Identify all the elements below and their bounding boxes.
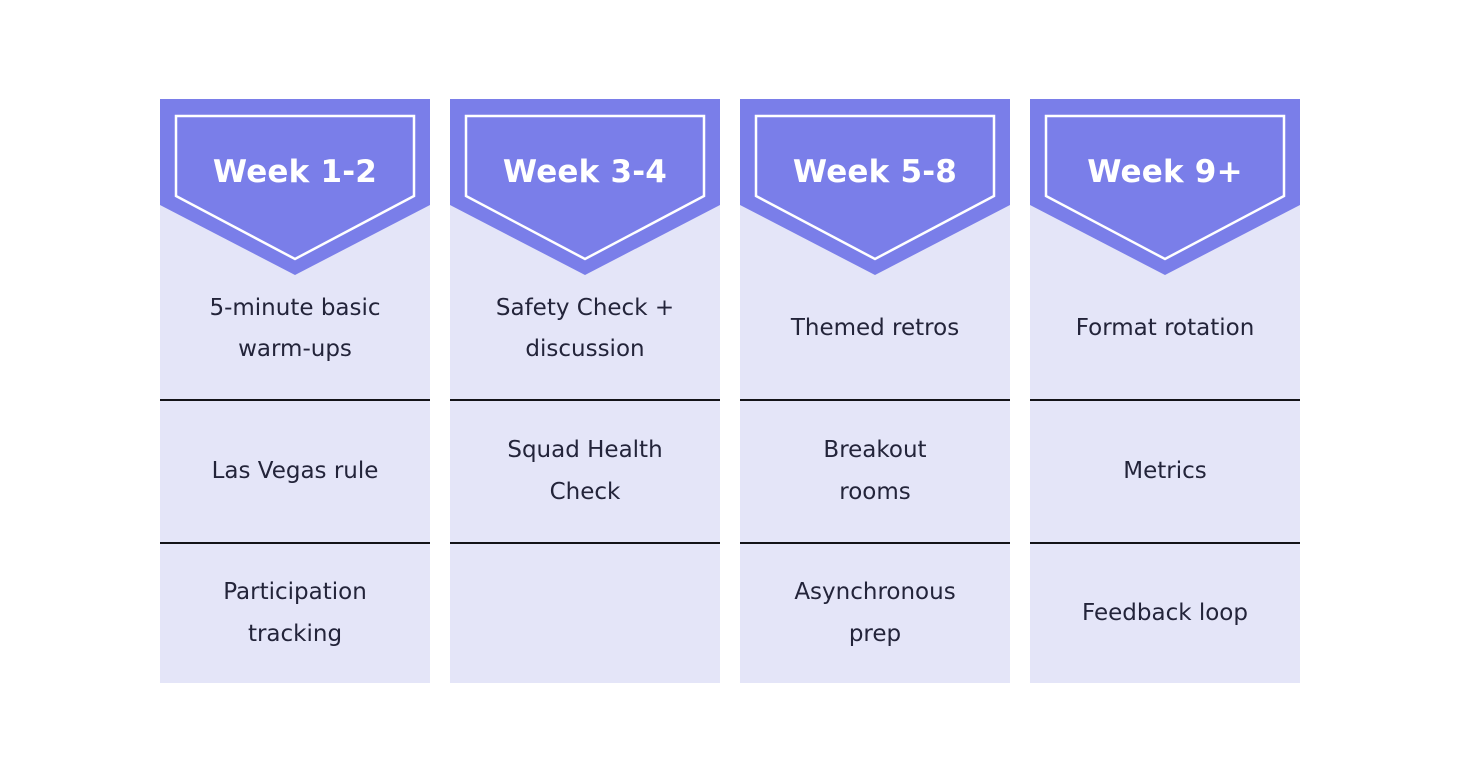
timeline-item: Asynchronous prep <box>740 542 1010 683</box>
timeline-item <box>450 542 720 683</box>
timeline-column-week-3-4: Week 3-4 Safety Check + discussion Squad… <box>450 99 720 683</box>
timeline-item: 5-minute basic warm-ups <box>209 294 381 362</box>
week-banner-arrow-icon <box>450 99 720 275</box>
column-body: Themed retros Breakout rooms Asynchronou… <box>740 205 1010 683</box>
week-banner-label: Week 5-8 <box>792 154 958 190</box>
timeline-item: Safety Check + discussion <box>495 294 675 362</box>
timeline-item: Format rotation <box>1075 315 1255 342</box>
timeline-item: Feedback loop <box>1030 542 1300 683</box>
column-body: 5-minute basic warm-ups Las Vegas rule P… <box>160 205 430 683</box>
timeline-item: Metrics <box>1030 399 1300 542</box>
week-banner-arrow-icon <box>1030 99 1300 275</box>
timeline-column-week-9-plus: Week 9+ Format rotation Metrics Feedback… <box>1030 99 1300 683</box>
timeline-item: Breakout rooms <box>740 399 1010 542</box>
timeline-column-week-1-2: Week 1-2 5-minute basic warm-ups Las Veg… <box>160 99 430 683</box>
week-banner-label: Week 9+ <box>1087 154 1243 190</box>
week-banner-label: Week 3-4 <box>502 154 668 190</box>
timeline-item: Squad Health Check <box>450 399 720 542</box>
week-banner-arrow-icon <box>740 99 1010 275</box>
timeline-item: Participation tracking <box>160 542 430 683</box>
column-body: Safety Check + discussion Squad Health C… <box>450 205 720 683</box>
timeline-item: Las Vegas rule <box>160 399 430 542</box>
column-body: Format rotation Metrics Feedback loop <box>1030 205 1300 683</box>
timeline-column-week-5-8: Week 5-8 Themed retros Breakout rooms As… <box>740 99 1010 683</box>
week-banner-label: Week 1-2 <box>212 154 378 190</box>
timeline-item: Themed retros <box>790 315 960 342</box>
week-banner-arrow-icon <box>160 99 430 275</box>
timeline-board: Week 1-2 5-minute basic warm-ups Las Veg… <box>160 99 1300 683</box>
